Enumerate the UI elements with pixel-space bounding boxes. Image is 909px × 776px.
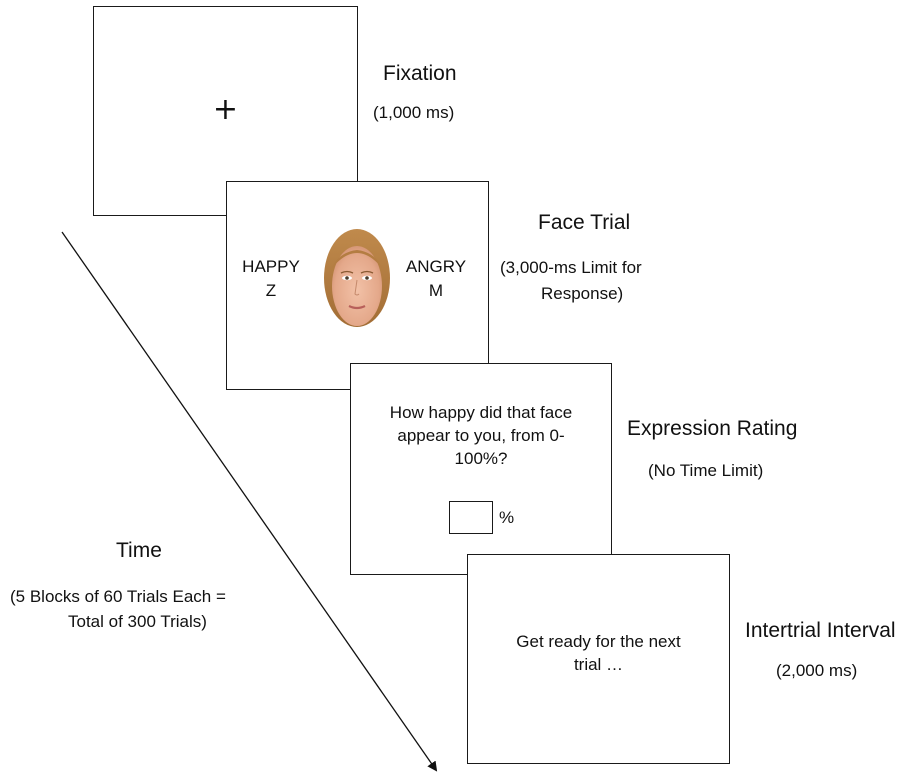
rating-question-line2: appear to you, from 0-	[397, 426, 565, 445]
fixation-title: Fixation	[383, 62, 457, 85]
face-trial-duration-line1: (3,000-ms Limit for	[500, 258, 642, 277]
face-trial-duration-line2: Response)	[541, 284, 624, 303]
angry-key: M	[428, 281, 444, 300]
face-trial-title: Face Trial	[538, 211, 631, 234]
expression-rating-duration: (No Time Limit)	[648, 461, 764, 480]
face-photo	[324, 229, 390, 327]
expression-rating-title: Expression Rating	[627, 417, 798, 440]
intertrial-duration: (2,000 ms)	[776, 661, 858, 680]
angry-label: ANGRY	[405, 257, 467, 276]
rating-unit: %	[499, 508, 515, 527]
rating-question-line3: 100%?	[454, 449, 508, 468]
rating-question-line1: How happy did that face	[389, 403, 573, 422]
happy-key: Z	[265, 281, 277, 300]
intertrial-message-line1: Get ready for the next	[516, 632, 681, 651]
time-note-line2: Total of 300 Trials)	[68, 612, 207, 631]
time-title: Time	[116, 539, 162, 562]
time-note-line1: (5 Blocks of 60 Trials Each =	[10, 587, 226, 606]
intertrial-title: Intertrial Interval	[745, 619, 896, 642]
fixation-duration: (1,000 ms)	[373, 103, 455, 122]
fixation-cross: +	[212, 92, 239, 127]
expression-rating-screen: How happy did that face appear to you, f…	[350, 363, 612, 575]
intertrial-screen: Get ready for the next trial …	[467, 554, 730, 764]
face-trial-screen: HAPPY Z ANGRY M	[226, 181, 489, 390]
rating-input-box[interactable]	[449, 501, 493, 534]
happy-label: HAPPY	[242, 257, 300, 276]
intertrial-message-line2: trial …	[573, 655, 624, 674]
